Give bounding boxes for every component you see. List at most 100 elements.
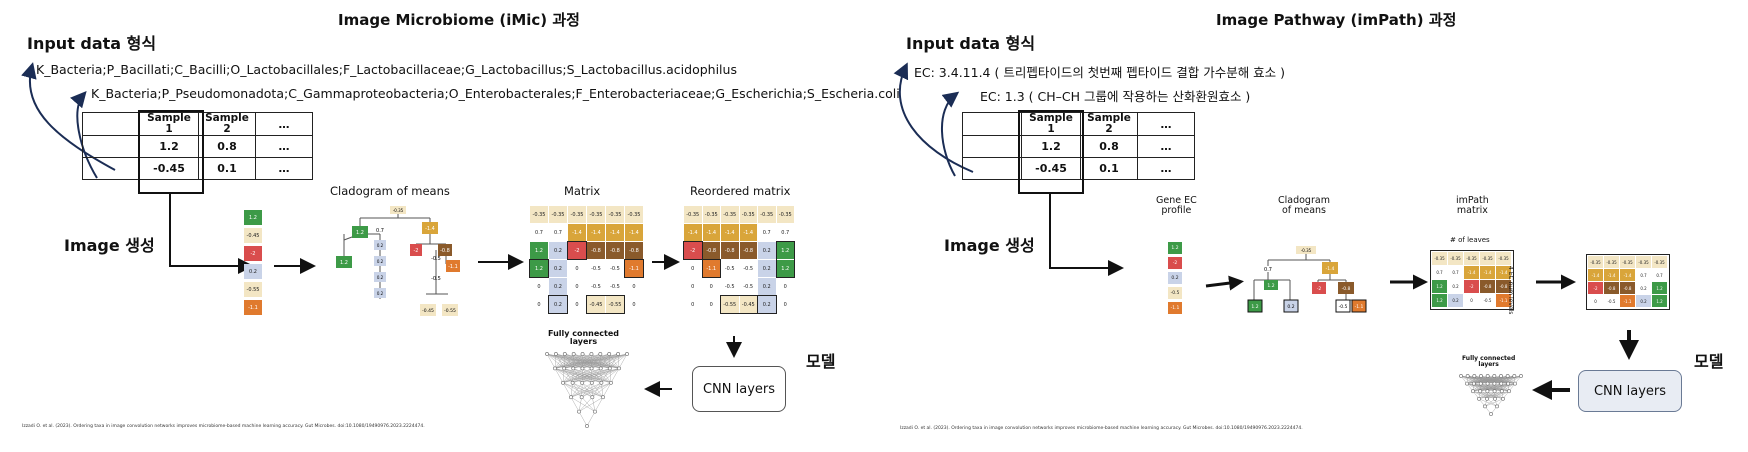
matrix-cell: -0.8 [1496,280,1511,293]
fc-node [1485,374,1490,378]
matrix-cell: 0.2 [758,278,776,295]
right-cladogram-label: Cladogram of means [1278,195,1330,216]
fc-node [571,352,576,356]
fc-node [1465,381,1469,386]
matrix-cell: -1.4 [587,224,605,241]
svg-text:0.2: 0.2 [1287,304,1294,310]
fc-node [585,424,589,428]
matrix-cell: -0.8 [1604,282,1619,294]
matrix-cell: -1.4 [1464,266,1479,279]
fc-node [607,366,612,371]
fc-node [571,366,576,371]
matrix-cell: -0.35 [721,206,739,223]
fc-node [553,366,557,371]
fc-node [1472,374,1477,378]
left-table-header: … [255,112,313,136]
matrix-cell: -2 [568,242,586,259]
left-fc-label: Fully connected layers [548,329,620,346]
matrix-cell: -1.4 [1496,266,1511,279]
fc-node [1471,389,1475,394]
fc-node [580,352,585,356]
matrix-cell: 0 [684,296,702,313]
fc-node [590,395,595,400]
matrix-cell: 0.7 [1448,266,1463,279]
matrix-cell: 0 [702,296,720,313]
matrix-cell: -2 [1588,282,1603,294]
fc-node [1501,396,1505,401]
left-cnn-layers-box: CNN layers [692,366,786,412]
matrix-cell: 0.2 [549,296,567,313]
matrix-cell: -1.4 [625,224,643,241]
left-table-header: Sample 1 [139,112,199,136]
fc-node [1477,396,1481,401]
matrix-cell: -0.5 [721,278,739,295]
matrix-cell: -1.4 [1480,266,1495,279]
right-image-step: Image 생성 [944,236,1035,255]
matrix-cell: -2 [1464,280,1479,293]
right-input-heading: Input data 형식 [906,34,1036,53]
fc-node [1505,374,1510,378]
svg-text:-2: -2 [414,248,419,254]
right-sample-table: Sample 1 Sample 2 … 1.2 0.8 … -0.45 0.1 … [962,112,1195,180]
matrix-cell: 0 [530,296,548,313]
matrix-highlight-box [624,259,644,278]
matrix-highlight-box [720,295,758,314]
fc-node [598,366,603,371]
ec-2-curve-arrow [941,91,960,177]
matrix-cell: 0.2 [1636,282,1651,294]
vector-cell: 0.2 [244,264,262,279]
right-table-cell: … [1137,135,1195,158]
fc-node [1499,389,1504,394]
left-title: Image Microbiome (iMic) 과정 [338,11,580,29]
matrix-cell: -1.1 [1620,295,1635,307]
matrix-cell: 0.7 [530,224,548,241]
fc-node [1471,381,1476,386]
left-citation: Izzadi O. et al. (2023). Ordering taxa i… [22,424,425,429]
svg-text:0.2: 0.2 [377,291,384,296]
right-arrows [893,62,1639,400]
matrix-cell: 1.2 [776,242,794,259]
matrix-cell: -0.35 [1620,256,1635,268]
fc-node [1519,374,1523,378]
matrix-cell: 0 [776,296,794,313]
matrix-cell: 0.7 [1432,266,1447,279]
matrix-cell: -0.5 [739,278,757,295]
matrix-cell: 0.2 [549,260,567,277]
matrix-cell: 0 [625,296,643,313]
right-cnn-label: CNN layers [1593,383,1667,399]
fc-node [1492,381,1497,386]
svg-text:-0.45: -0.45 [422,308,434,314]
matrix-cell: 0.7 [776,224,794,241]
right-ec-1: EC: 3.4.11.4 ( 트리펩타이드의 첫번째 펩타이드 결합 가수분해 … [914,65,1286,80]
matrix-cell: -0.5 [587,278,605,295]
svg-text:-1.1: -1.1 [1355,304,1364,310]
left-table-cell: -0.45 [139,157,199,180]
svg-text:1.2: 1.2 [1251,304,1258,310]
left-sample-table: Sample 1 Sample 2 … 1.2 0.8 … -0.45 0.1 … [82,112,313,180]
fc-node [607,352,612,356]
vector-cell: -0.45 [244,228,262,243]
matrix-cell: -1.4 [702,224,720,241]
matrix-cell: 1.2 [1652,295,1667,307]
vector-cell: -2 [1168,257,1182,269]
matrix-cell: 0 [530,278,548,295]
fc-node [553,352,558,356]
matrix-cell: -0.5 [739,260,757,277]
right-model-label: 모델 [1694,352,1724,371]
matrix-cell: 0.2 [1636,295,1651,307]
vector-cell: 0.2 [1168,272,1182,284]
matrix-cell: -1.4 [684,224,702,241]
fc-node [1493,396,1497,401]
matrix-highlight-box [586,295,625,314]
matrix-cell: -0.8 [625,242,643,259]
svg-text:1.2: 1.2 [356,230,364,236]
matrix-cell: 0.7 [1652,269,1667,281]
matrix-cell: 1.2 [776,260,794,277]
matrix-cell: -0.55 [721,296,739,313]
right-table-cell: … [1137,157,1195,180]
matrix-cell: 0.2 [1448,280,1463,293]
svg-text:-0.5: -0.5 [431,276,441,282]
fc-node [1499,374,1503,378]
fc-node [1485,396,1489,401]
fc-node [1499,381,1504,386]
